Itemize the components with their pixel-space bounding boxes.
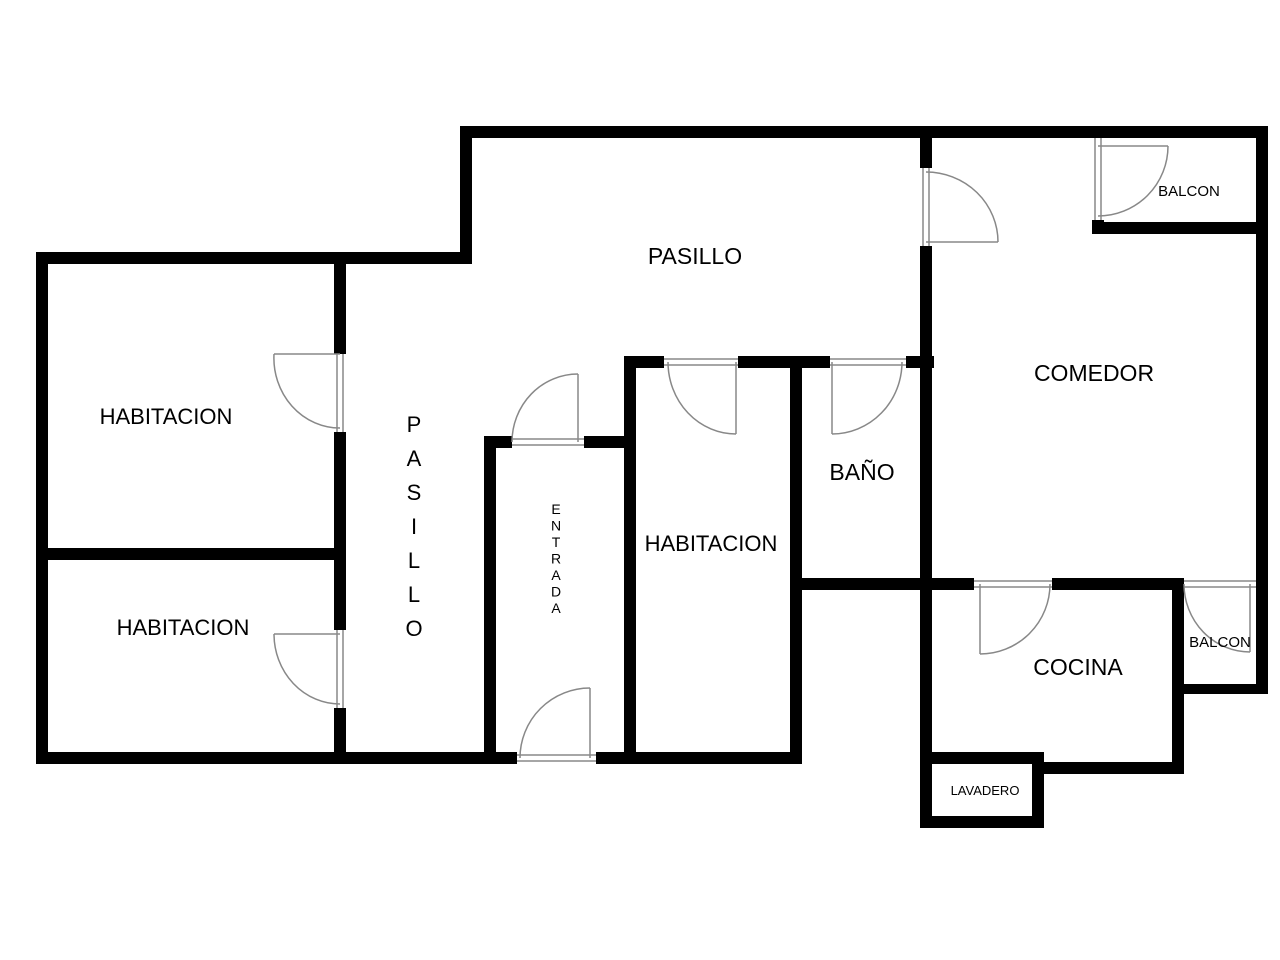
wall [334, 252, 346, 354]
wall [334, 708, 346, 764]
door [664, 358, 738, 435]
wall [460, 126, 472, 264]
room-label-habitacion-center: HABITACION [645, 531, 778, 556]
door [922, 168, 999, 246]
door [830, 358, 906, 435]
doors [273, 138, 1256, 762]
door [1094, 138, 1169, 220]
wall [596, 752, 802, 764]
wall [484, 436, 512, 448]
wall [36, 548, 346, 560]
room-label-balcon-top: BALCON [1158, 183, 1220, 200]
wall [738, 356, 830, 368]
door [517, 687, 596, 762]
wall [920, 816, 1044, 828]
wall [1092, 222, 1268, 234]
wall [484, 436, 496, 764]
walls [36, 126, 1268, 828]
room-label-habitacion-left-bottom: HABITACION [117, 615, 250, 640]
wall [1032, 752, 1044, 828]
wall [920, 126, 932, 168]
room-label-bano: BAÑO [829, 459, 894, 485]
wall [1032, 762, 1184, 774]
wall [790, 356, 802, 764]
wall [1092, 126, 1104, 138]
wall [36, 252, 472, 264]
wall [36, 752, 517, 764]
wall [36, 252, 48, 764]
door [273, 630, 344, 708]
room-label-lavadero: LAVADERO [951, 783, 1020, 798]
room-label-pasillo-top: PASILLO [648, 243, 742, 269]
room-label-balcon-bottom: BALCON [1189, 634, 1251, 651]
door [273, 353, 344, 432]
wall [334, 432, 346, 630]
wall [624, 356, 664, 368]
wall [1172, 684, 1268, 694]
wall [920, 752, 1044, 764]
room-label-comedor: COMEDOR [1034, 360, 1154, 386]
wall [584, 436, 636, 448]
wall [1172, 578, 1184, 774]
room-label-cocina: COCINA [1033, 654, 1123, 680]
wall [624, 356, 636, 764]
wall [920, 246, 932, 828]
door [974, 580, 1052, 655]
door [1183, 580, 1256, 653]
door [511, 373, 584, 446]
wall [460, 126, 1268, 138]
room-label-habitacion-left-top: HABITACION [100, 404, 233, 429]
wall [1256, 126, 1268, 690]
wall [790, 578, 974, 590]
wall [1052, 578, 1184, 590]
